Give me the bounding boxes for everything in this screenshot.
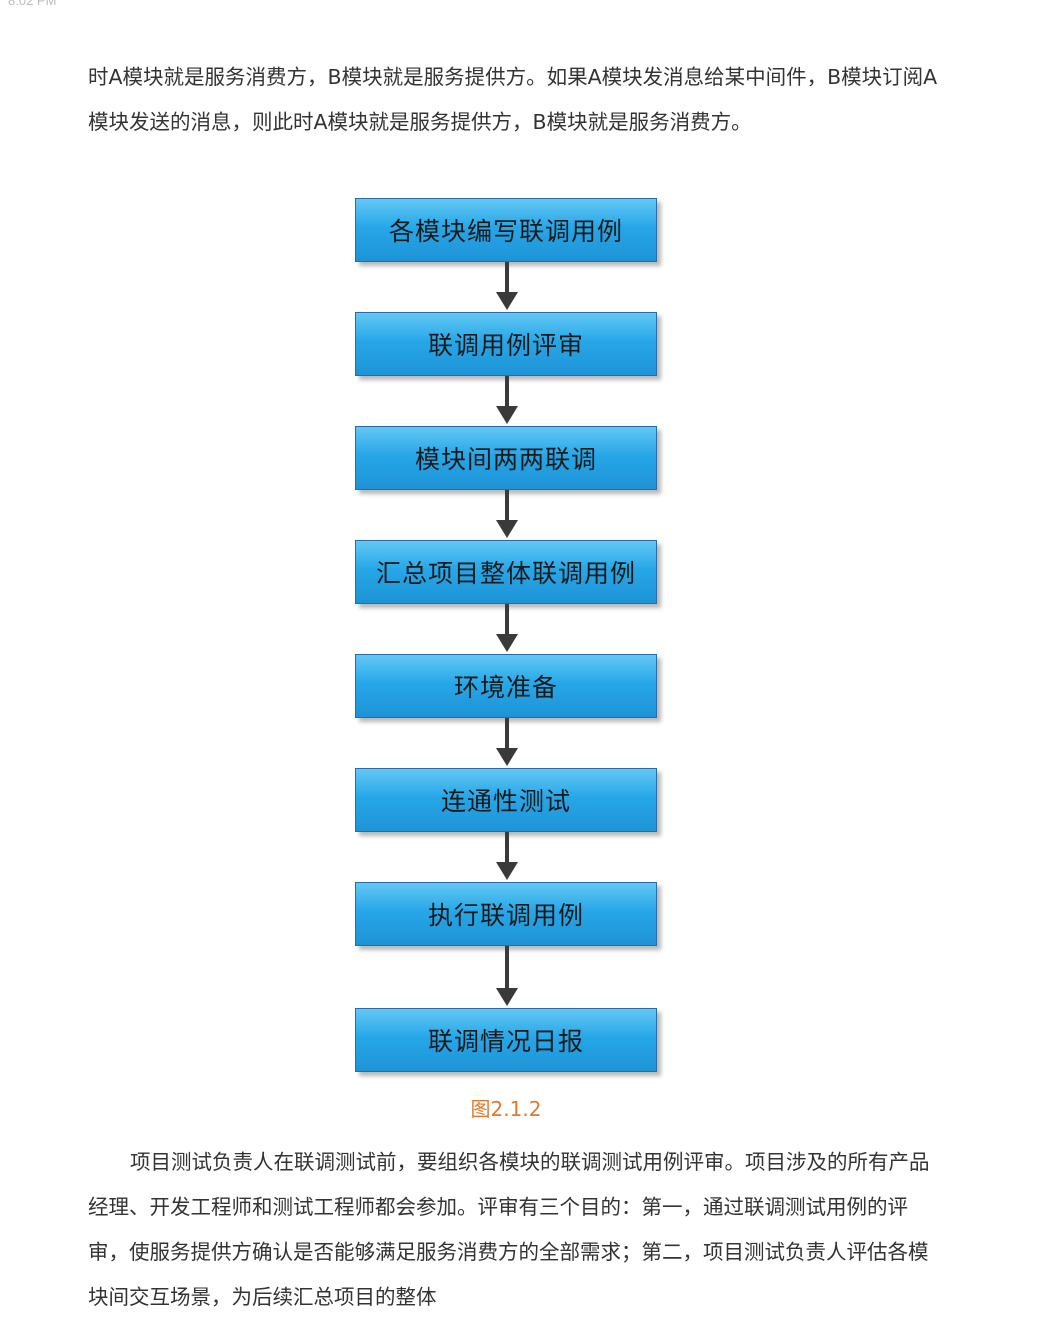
intro-paragraph: 时A模块就是服务消费方，B模块就是服务提供方。如果A模块发消息给某中间件，B模块…: [88, 65, 938, 134]
flow-step-connectivity-test: 连通性测试: [355, 768, 657, 832]
flow-step-review-cases: 联调用例评审: [355, 312, 657, 376]
flow-step-daily-report: 联调情况日报: [355, 1008, 657, 1072]
flow-arrow-down-icon: [496, 490, 518, 538]
flow-step-environment-prep: 环境准备: [355, 654, 657, 718]
flow-arrow-down-icon: [496, 262, 518, 310]
flow-arrow-down-icon: [496, 604, 518, 652]
status-time: 8:02 PM: [8, 0, 57, 8]
figure-caption: 图2.1.2: [470, 1097, 542, 1121]
flow-arrow-down-icon: [496, 718, 518, 766]
flow-step-write-cases: 各模块编写联调用例: [355, 198, 657, 262]
flow-step-pairwise-integration: 模块间两两联调: [355, 426, 657, 490]
body-paragraph: 项目测试负责人在联调测试前，要组织各模块的联调测试用例评审。项目涉及的所有产品经…: [88, 1150, 930, 1309]
flow-arrow-down-icon: [496, 946, 518, 1006]
flow-arrow-down-icon: [496, 832, 518, 880]
flow-arrow-down-icon: [496, 376, 518, 424]
flow-step-aggregate-cases: 汇总项目整体联调用例: [355, 540, 657, 604]
flow-step-execute-cases: 执行联调用例: [355, 882, 657, 946]
